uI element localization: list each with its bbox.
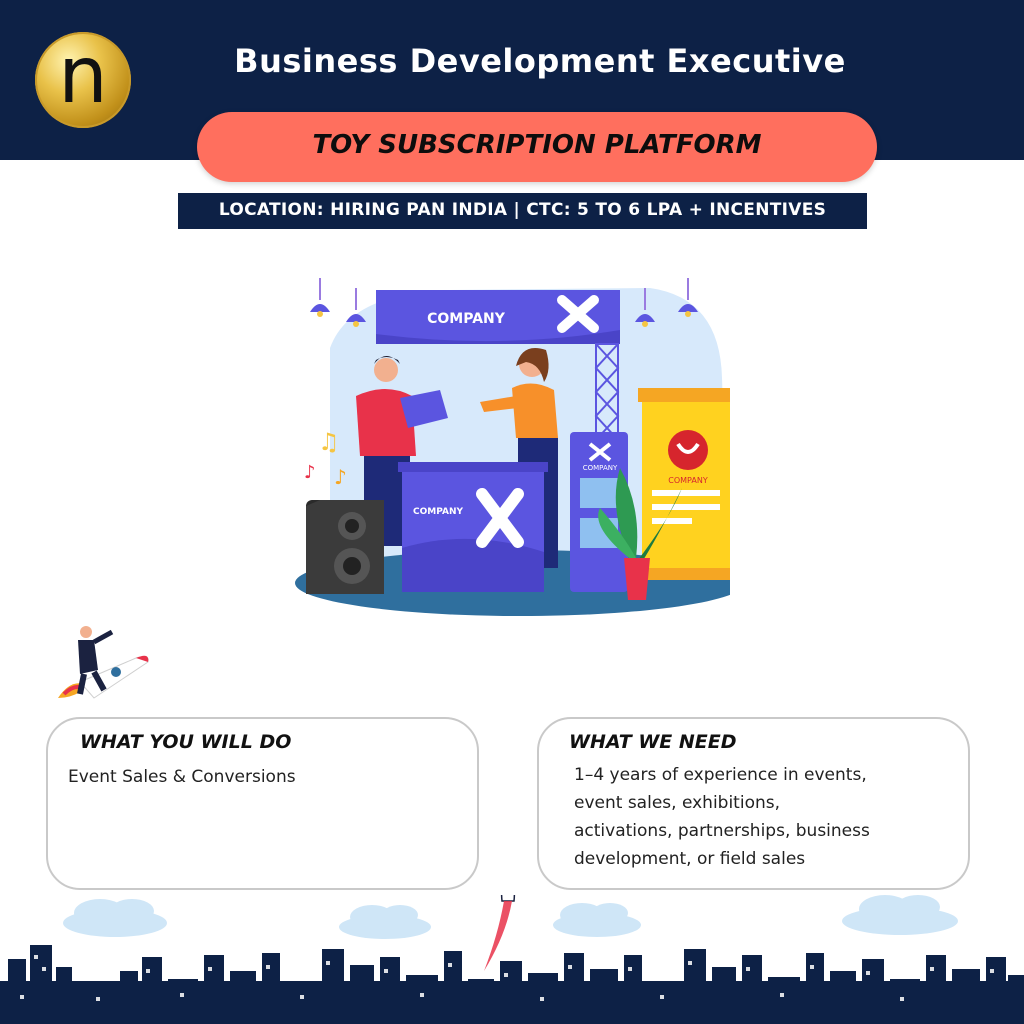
- location-text: LOCATION: HIRING PAN INDIA | CTC: 5 TO 6…: [218, 200, 827, 220]
- job-title: Business Development Executive: [234, 42, 846, 80]
- hanging-lamp-icon: [310, 278, 698, 327]
- music-notes-icon: ♫ ♪ ♪: [304, 428, 347, 489]
- speaker-icon: [306, 500, 384, 594]
- city-skyline-icon: [0, 895, 1024, 1024]
- booth-sign-text: COMPANY: [427, 311, 506, 327]
- what-you-will-do-card: WHAT YOU WILL DO Event Sales & Conversio…: [46, 717, 479, 890]
- card-title-what-we-need: WHAT WE NEED: [569, 731, 737, 753]
- requirements-list: 1–4 years of experience in events, event…: [574, 761, 870, 873]
- requirement-line: 1–4 years of experience in events,: [574, 765, 867, 785]
- subtitle-text: TOY SUBSCRIPTION PLATFORM: [312, 130, 762, 160]
- logo-letter: n: [58, 31, 108, 121]
- card-body-event-sales: Event Sales & Conversions: [68, 767, 296, 787]
- banner-stand-text: COMPANY: [668, 476, 708, 485]
- svg-text:♫: ♫: [318, 428, 340, 456]
- card-title-what-you-will-do: WHAT YOU WILL DO: [80, 731, 292, 753]
- clouds-icon: [63, 895, 958, 939]
- small-rocket-icon: [484, 895, 516, 971]
- location-bar: LOCATION: HIRING PAN INDIA | CTC: 5 TO 6…: [178, 193, 867, 229]
- requirement-line: activations, partnerships, business: [574, 821, 870, 841]
- requirement-line: event sales, exhibitions,: [574, 793, 781, 813]
- what-we-need-card: WHAT WE NEED 1–4 years of experience in …: [537, 717, 970, 890]
- requirement-line: development, or field sales: [574, 849, 806, 869]
- svg-text:♪: ♪: [304, 462, 316, 483]
- rocket-man-icon: [58, 626, 149, 699]
- brand-logo: n: [35, 32, 131, 128]
- subtitle-pill: TOY SUBSCRIPTION PLATFORM: [197, 112, 877, 182]
- standee-text: COMPANY: [583, 464, 618, 472]
- counter-text: COMPANY: [413, 507, 463, 517]
- svg-text:♪: ♪: [334, 465, 347, 489]
- exhibition-booth-illustration: COMPANY COMPANY COMPANY COMPAN: [295, 278, 730, 616]
